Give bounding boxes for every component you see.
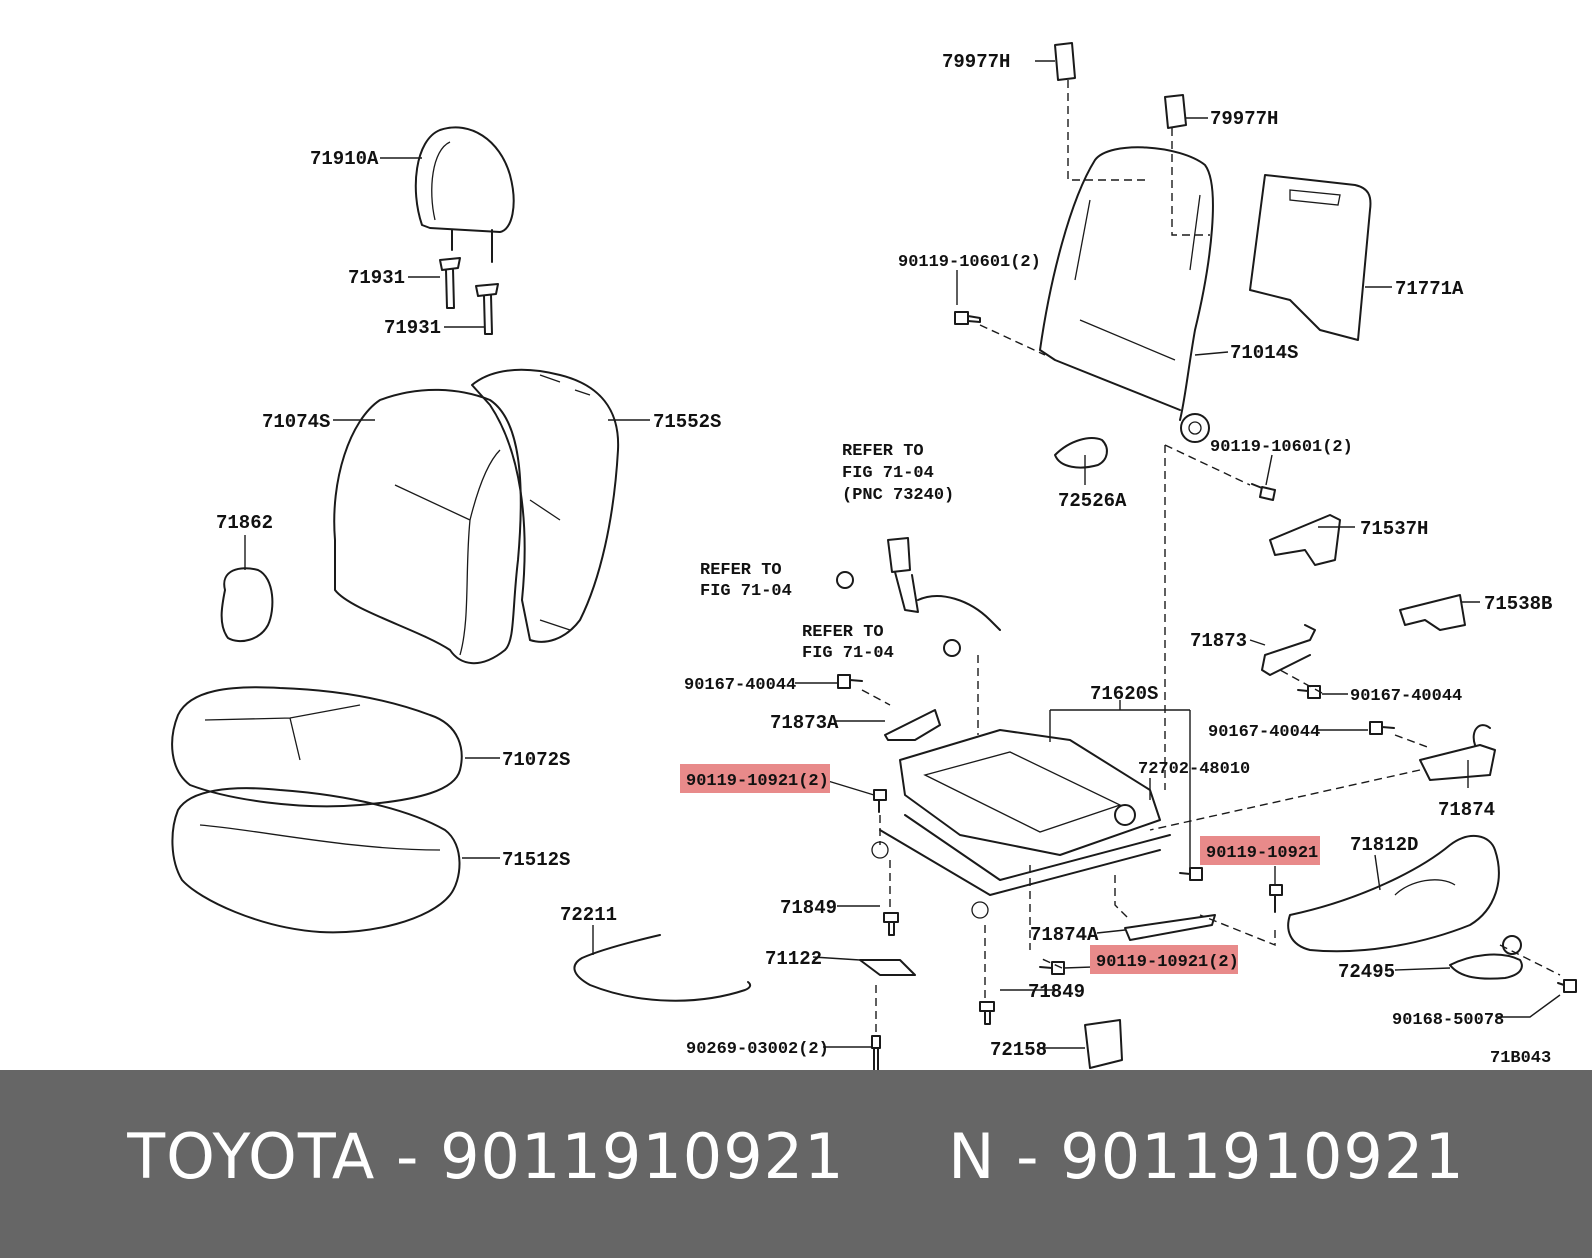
label-71014s: 71014S — [1230, 342, 1298, 364]
bracket-71873a-drawing — [884, 709, 941, 741]
label-90119-10601-a: 90119-10601(2) — [898, 253, 1041, 272]
label-71910a: 71910A — [310, 148, 379, 170]
refer-1-line-3: (PNC 73240) — [842, 486, 954, 505]
label-90119-10921-c: 90119-10921(2) — [1096, 953, 1239, 972]
label-patch-79977h-a — [1054, 42, 1076, 81]
refer-2-line-2: FIG 71-04 — [700, 582, 792, 601]
refer-3-line-2: FIG 71-04 — [802, 644, 894, 663]
parts-diagram: 79977H 79977H 71910A 71931 71931 71074S … — [171, 42, 1577, 1070]
highlight-90119-10921-b — [1200, 836, 1320, 865]
bracket-71538b-drawing — [1399, 594, 1466, 631]
bracket-71874a-drawing — [1124, 914, 1216, 941]
cover-72526a-drawing — [1054, 437, 1108, 469]
cover-71862-drawing — [220, 567, 274, 643]
headrest-drawing — [414, 126, 515, 263]
headrest-guide-drawing — [439, 257, 499, 335]
label-71873: 71873 — [1190, 630, 1247, 652]
seat-adjuster-frame-drawing — [871, 729, 1171, 919]
side-shield-71812d-drawing — [1287, 835, 1500, 953]
leader-lines — [244, 60, 1561, 1049]
footer-bar: TOYOTA - 9011910921 N - 9011910921 — [0, 1070, 1592, 1258]
part-labels: 79977H 79977H 71910A 71931 71931 71074S … — [216, 51, 1552, 1068]
cover-72158-drawing — [1084, 1019, 1123, 1069]
label-71873a: 71873A — [770, 712, 839, 734]
footer-part-number-text: TOYOTA - 9011910921 N - 9011910921 — [127, 1120, 1465, 1193]
refer-3-line-1: REFER TO — [802, 623, 884, 642]
label-90167-40044-c: 90167-40044 — [1208, 723, 1320, 742]
label-71874: 71874 — [1438, 799, 1495, 821]
label-71074s: 71074S — [262, 411, 330, 433]
label-71122: 71122 — [765, 948, 822, 970]
seat-cushion-pad-drawing — [171, 787, 461, 934]
label-71874a: 71874A — [1030, 924, 1099, 946]
label-71552s: 71552S — [653, 411, 721, 433]
label-71931-a: 71931 — [348, 267, 405, 289]
label-90167-40044-a: 90167-40044 — [684, 676, 796, 695]
label-90168-50078: 90168-50078 — [1392, 1011, 1504, 1030]
label-71862: 71862 — [216, 512, 273, 534]
label-71620s: 71620S — [1090, 683, 1158, 705]
label-71537h: 71537H — [1360, 518, 1428, 540]
label-90119-10601-b: 90119-10601(2) — [1210, 438, 1353, 457]
refer-1-line-2: FIG 71-04 — [842, 464, 934, 483]
label-90119-10921-a: 90119-10921(2) — [686, 772, 829, 791]
bracket-71873-drawing — [1261, 624, 1316, 676]
label-71771a: 71771A — [1395, 278, 1464, 300]
bracket-71122-drawing — [859, 959, 916, 976]
label-71849-a: 71849 — [780, 897, 837, 919]
refer-1-line-1: REFER TO — [842, 442, 924, 461]
label-71849-b: 71849 — [1028, 981, 1085, 1003]
label-72702-48010: 72702-48010 — [1138, 760, 1250, 779]
highlight-90119-10921-a — [680, 764, 830, 793]
highlight-boxes — [680, 764, 1320, 974]
label-patch-79977h-b — [1164, 94, 1187, 129]
seat-cushion-cover-drawing — [171, 686, 463, 808]
label-79977h-b: 79977H — [1210, 108, 1278, 130]
bracket-71874-drawing — [1419, 724, 1496, 781]
highlight-90119-10921-c — [1090, 945, 1238, 974]
label-90167-40044-b: 90167-40044 — [1350, 687, 1462, 706]
back-board-drawing — [1249, 174, 1372, 341]
label-90269-03002: 90269-03002(2) — [686, 1040, 829, 1059]
label-79977h-a: 79977H — [942, 51, 1010, 73]
refer-2-line-1: REFER TO — [700, 561, 782, 580]
label-71931-b: 71931 — [384, 317, 441, 339]
diagram-svg: 79977H 79977H 71910A 71931 71931 71074S … — [171, 42, 1577, 1070]
label-71812d: 71812D — [1350, 834, 1418, 856]
seatback-cover-drawing — [333, 388, 522, 665]
seatback-pad-drawing — [471, 368, 620, 643]
seatbelt-buckle-drawing — [836, 537, 1001, 657]
seatback-frame-drawing — [1039, 146, 1214, 443]
wire-72211-drawing — [573, 934, 752, 1002]
assembly-dash-lines — [861, 80, 1561, 1035]
label-71512s: 71512S — [502, 849, 570, 871]
label-71072s: 71072S — [502, 749, 570, 771]
label-72495: 72495 — [1338, 961, 1395, 983]
label-72211: 72211 — [560, 904, 617, 926]
label-90119-10921-b: 90119-10921 — [1206, 844, 1318, 863]
label-72526a: 72526A — [1058, 490, 1127, 512]
label-72158: 72158 — [990, 1039, 1047, 1061]
label-71538b: 71538B — [1484, 593, 1552, 615]
knob-72495-drawing — [1449, 935, 1523, 980]
diagram-code: 71B043 — [1490, 1049, 1551, 1068]
bolt-drawings — [837, 311, 1577, 1070]
bracket-71537h-drawing — [1269, 514, 1341, 566]
